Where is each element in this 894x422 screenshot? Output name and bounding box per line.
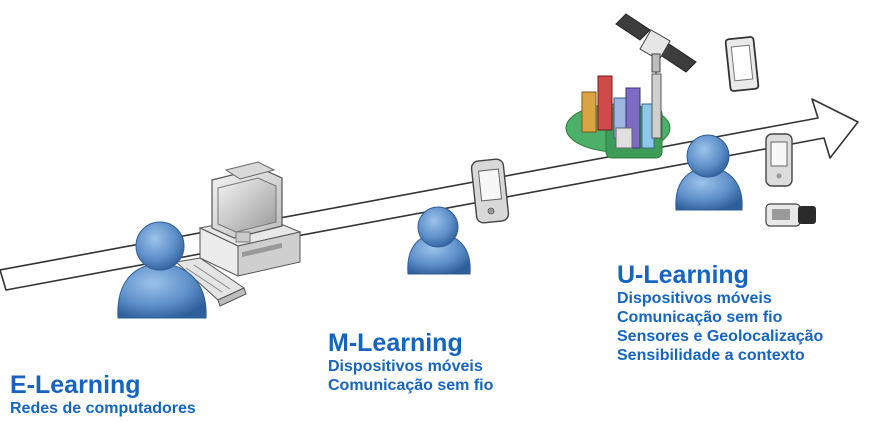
u-learning-title: U-Learning [617, 261, 749, 289]
user-icon [117, 221, 207, 319]
m-learning-block: M-Learning Dispositivos móveis Comunicaç… [328, 331, 493, 394]
e-learning-item: Redes de computadores [10, 400, 196, 417]
m-learning-title: M-Learning [328, 329, 463, 357]
city-icon [565, 73, 671, 159]
e-learning-title: E-Learning [10, 371, 141, 399]
u-learning-item: Dispositivos móveis [617, 290, 772, 307]
keyboard-icon [174, 257, 247, 307]
m-learning-item: Dispositivos móveis [328, 358, 483, 375]
u-learning-block: U-Learning Dispositivos móveis Comunicaç… [617, 263, 823, 364]
tablet-icon [724, 36, 760, 92]
pda-icon [470, 158, 510, 224]
wrist-device-icon [765, 203, 816, 227]
computer-icon [198, 161, 302, 277]
satellite-icon [615, 13, 697, 80]
u-learning-item: Sensibilidade a contexto [617, 347, 805, 364]
u-learning-item: Sensores e Geolocalização [617, 328, 824, 345]
user-icon [407, 206, 471, 275]
m-learning-item: Comunicação sem fio [328, 377, 494, 394]
u-learning-item: Comunicação sem fio [617, 309, 783, 326]
pda-icon [765, 133, 793, 187]
user-icon [675, 134, 743, 211]
e-learning-block: E-Learning Redes de computadores [10, 373, 196, 417]
